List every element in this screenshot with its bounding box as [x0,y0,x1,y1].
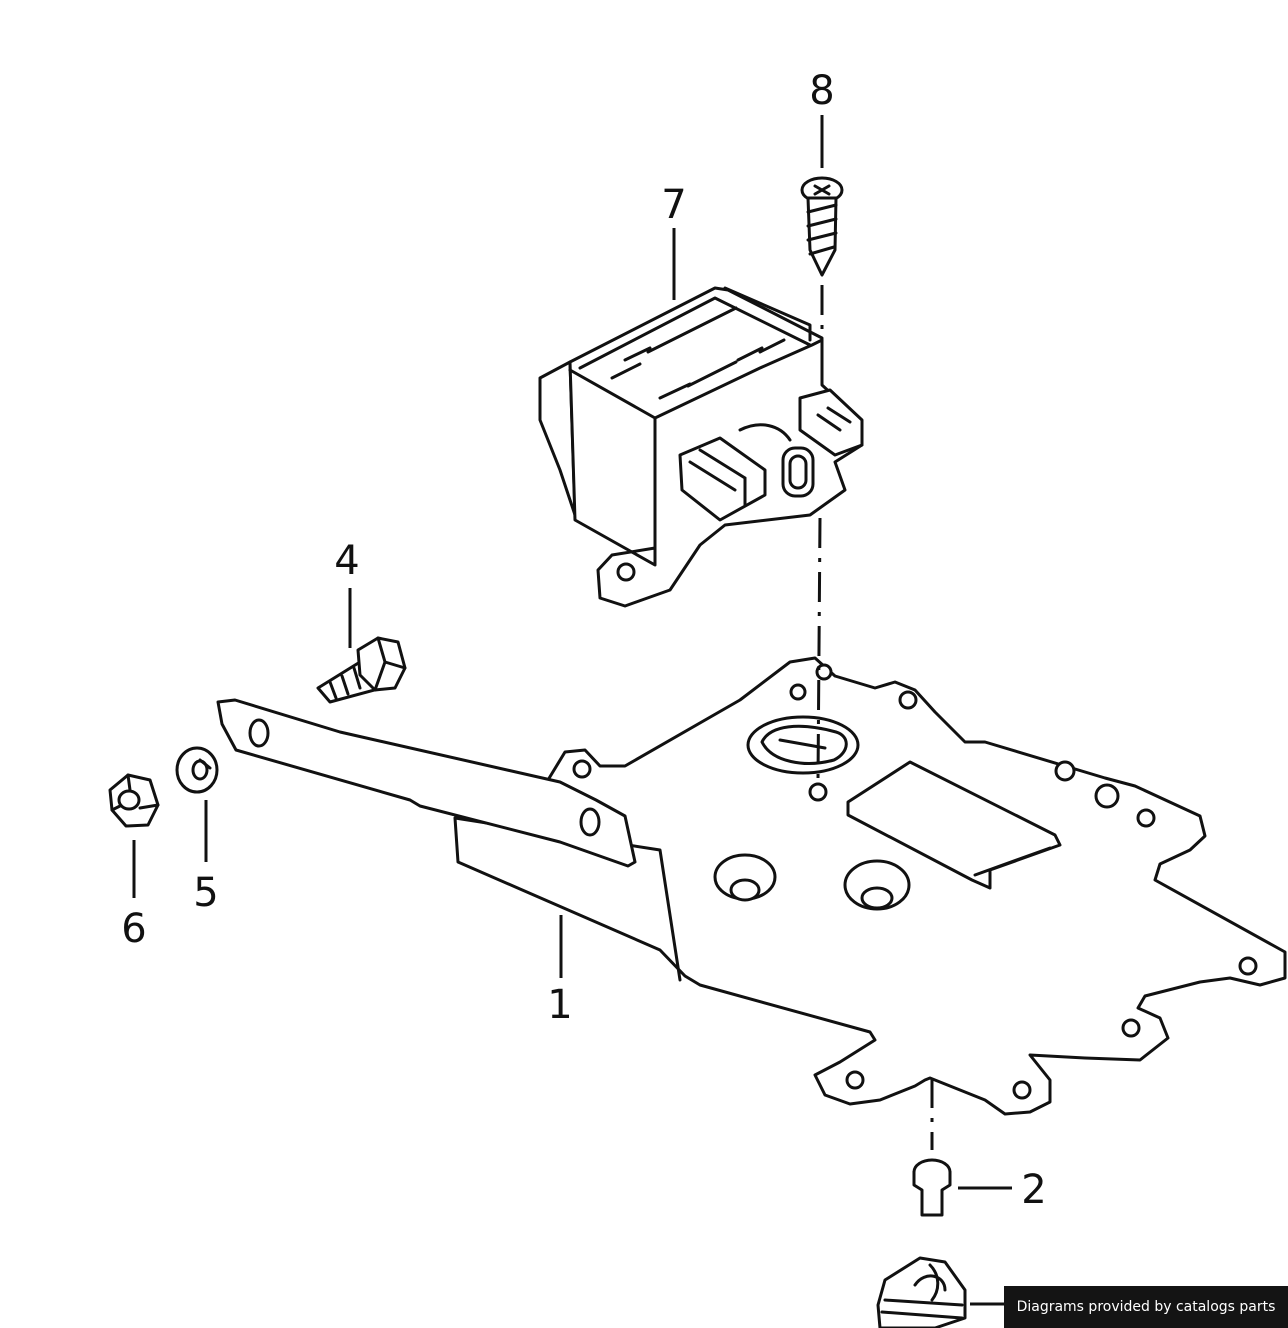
callout-4: 4 [334,538,359,584]
callout-labels: 8 7 4 5 6 1 2 [121,68,1046,1213]
hex-bolt-part-4[interactable] [316,636,407,704]
spring-washer-part-5[interactable] [175,746,219,794]
control-unit-part-7[interactable] [538,286,864,608]
callout-6: 6 [121,906,146,952]
callout-5: 5 [193,870,218,916]
hex-nut-part-6[interactable] [108,773,160,828]
screw-part-8[interactable] [800,176,844,277]
assembly-axes [816,285,934,1150]
leader-lines [132,115,1012,1306]
clip-part-2[interactable] [912,1158,952,1217]
callout-1: 1 [547,982,572,1028]
callout-8: 8 [809,68,834,114]
mounting-bracket-part-1[interactable] [216,656,1287,1116]
callout-7: 7 [661,182,686,228]
grommet[interactable] [876,1256,967,1328]
watermark-text: Diagrams provided by catalogs parts [1016,1299,1276,1315]
watermark-banner: Diagrams provided by catalogs parts [1004,1286,1288,1328]
callout-2: 2 [1021,1167,1046,1213]
